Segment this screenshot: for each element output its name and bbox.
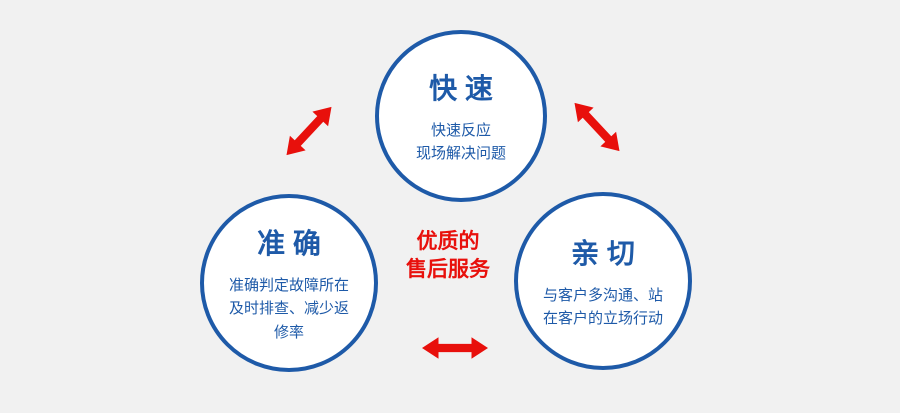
center-label-line1: 优质的 [416, 230, 480, 253]
node-accurate: 准 确 准确判定故障所在 及时排查、减少返 修率 [200, 194, 378, 372]
node-friendly-description: 与客户多沟通、站 在客户的立场行动 [542, 286, 663, 327]
node-friendly-title: 亲 切 [571, 237, 635, 269]
double-arrow-icon-bottom [422, 337, 488, 359]
double-arrow-icon-top-right [566, 95, 627, 158]
node-fast: 快 速 快速反应 现场解决问题 [375, 30, 547, 202]
node-fast-description: 快速反应 现场解决问题 [415, 121, 506, 162]
node-friendly: 亲 切 与客户多沟通、站 在客户的立场行动 [514, 192, 692, 370]
node-accurate-description: 准确判定故障所在 及时排查、减少返 修率 [228, 277, 349, 341]
double-arrow-icon-top-left [278, 99, 339, 162]
center-label-line2: 售后服务 [406, 258, 490, 282]
center-label: 优质的 售后服务 [392, 228, 504, 285]
node-fast-title: 快 速 [429, 72, 493, 104]
node-accurate-title: 准 确 [257, 228, 321, 260]
